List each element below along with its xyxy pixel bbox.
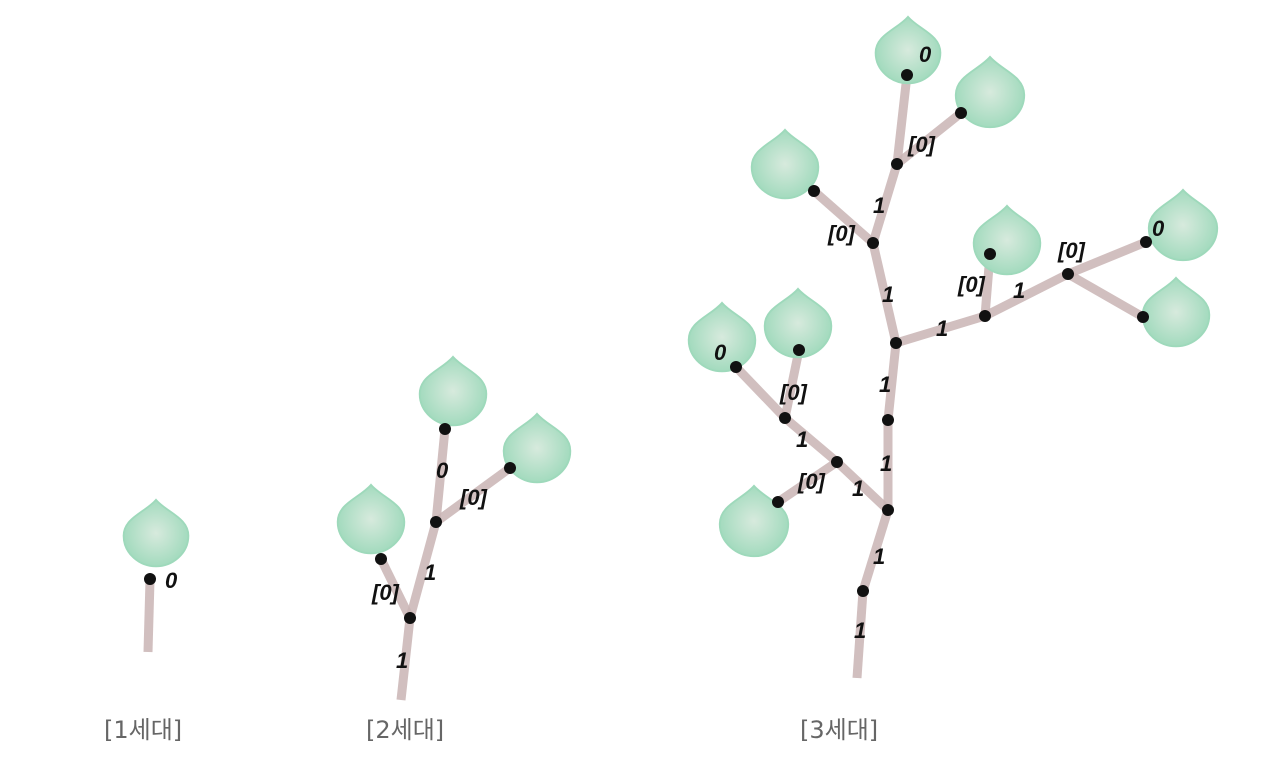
label-bracket-zero: [0] [459,485,488,510]
leaf [418,355,488,427]
label-zero: 0 [919,42,932,67]
branch [1065,270,1146,321]
node [375,553,387,565]
branch [376,557,415,620]
label-one: 1 [882,282,894,307]
branch [732,363,789,422]
leaf [122,498,190,568]
label-zero: 0 [1152,216,1165,241]
label-bracket-zero: [0] [957,272,986,297]
node [890,337,902,349]
leaf [336,483,406,555]
node [979,310,991,322]
generation-2-tree: 1 [0] 1 0 [0] [336,355,572,701]
node [891,158,903,170]
branch [775,458,840,506]
label-one: 1 [424,560,436,585]
branch [811,187,876,247]
label-one: 1 [1013,278,1025,303]
branch [868,162,902,245]
node [430,516,442,528]
label-one: 1 [936,316,948,341]
label-one: 1 [796,427,808,452]
label-one: 1 [880,451,892,476]
label-one: 1 [873,193,885,218]
leaf [750,128,820,200]
leaf [1141,276,1211,348]
node [984,248,996,260]
branch [782,414,840,466]
branch [894,311,987,348]
node [772,496,784,508]
node [808,185,820,197]
generation-1-tree: 0 [122,498,190,653]
node [404,612,416,624]
branch [431,428,450,523]
label-bracket-zero: [0] [371,580,400,605]
label-zero: 0 [436,458,449,483]
branch [1066,237,1148,279]
label-bracket-zero: [0] [797,469,826,494]
label-zero: 0 [714,340,727,365]
node [439,423,451,435]
label-one: 1 [852,476,864,501]
node [857,585,869,597]
node [955,107,967,119]
node [867,237,879,249]
label-bracket-zero: [0] [779,380,808,405]
label-one: 1 [854,618,866,643]
node [831,456,843,468]
branch [883,342,901,421]
branch [858,508,893,593]
leaf [954,55,1026,129]
branch [780,349,804,419]
generation-2-caption: [2세대] [366,716,444,744]
node [1062,268,1074,280]
generation-3-tree: 0 [0] 1 [0] 1 [0] 0 [0] 1 1 0 [0] 1 1 1 … [687,15,1219,679]
label-bracket-zero: [0] [827,221,856,246]
label-bracket-zero: [0] [1057,238,1086,263]
node [1137,311,1149,323]
generation-1-caption: [1세대] [104,716,182,744]
branch [433,464,513,526]
branch [405,520,441,620]
branch [143,579,155,653]
generation-3-caption: [3세대] [800,716,878,744]
label-zero: 0 [165,568,178,593]
node [1140,236,1152,248]
node [144,573,156,585]
node [882,414,894,426]
branch [892,74,912,165]
branch [833,458,892,514]
node [901,69,913,81]
node [730,361,742,373]
branch [894,109,964,168]
leaf [972,204,1042,276]
node [882,504,894,516]
node [779,412,791,424]
branch [868,241,901,345]
branch [852,590,868,679]
label-one: 1 [879,372,891,397]
label-one: 1 [873,544,885,569]
branch [396,617,415,701]
label-bracket-zero: [0] [907,132,936,157]
branch [982,269,1071,321]
node [504,462,516,474]
label-one: 1 [396,648,408,673]
node [793,344,805,356]
